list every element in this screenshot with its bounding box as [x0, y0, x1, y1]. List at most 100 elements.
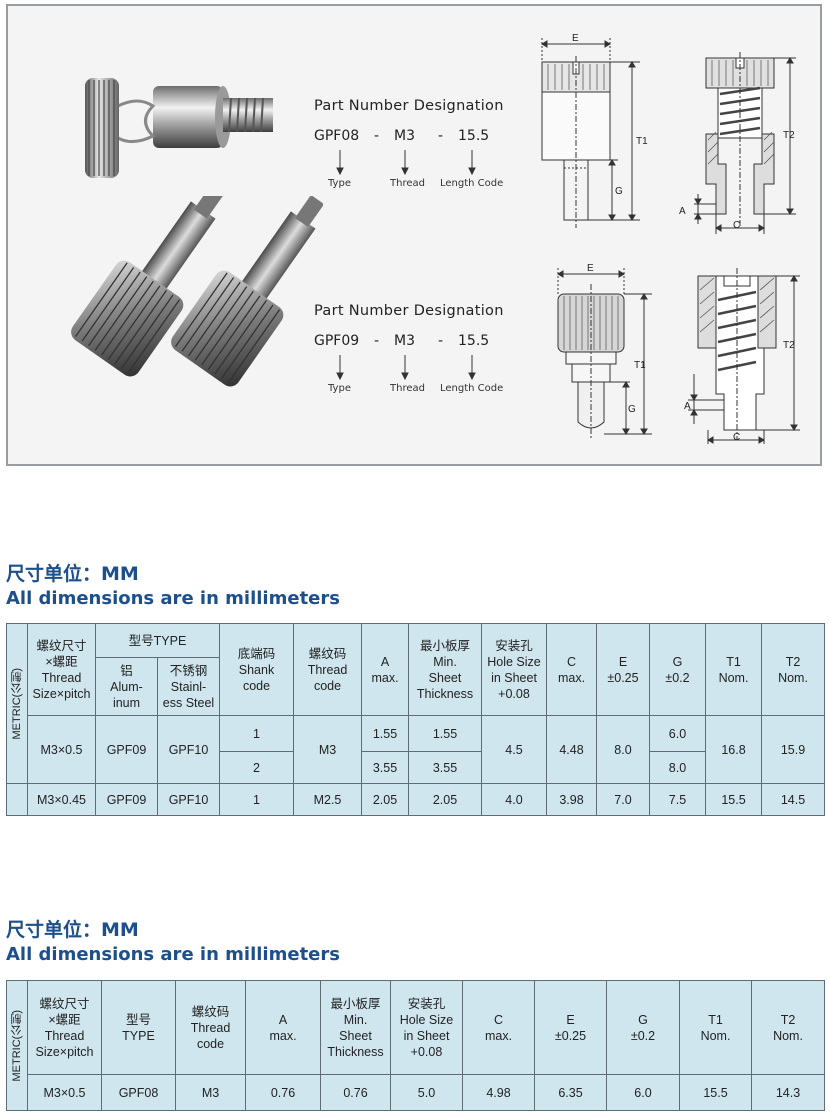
cell-thread-size: M3×0.45 [27, 783, 96, 816]
header-g: G±0.2 [606, 980, 680, 1075]
header-g: G±0.2 [649, 623, 706, 716]
cell-e: 8.0 [596, 715, 650, 784]
cell-min-sheet: 2.05 [408, 783, 482, 816]
part-separator: - [374, 333, 380, 349]
cell-min-sheet: 3.55 [408, 751, 482, 784]
cell-c-max: 3.98 [546, 783, 597, 816]
dim-label-t2: T2 [783, 340, 795, 351]
dim-label-a: A [684, 401, 691, 412]
cell-hole-size: 5.0 [390, 1074, 463, 1111]
dim-label-c: C [733, 432, 740, 443]
cell-steel-type: GPF10 [157, 783, 220, 816]
cell-g: 6.0 [606, 1074, 680, 1111]
label-thread: Thread [390, 383, 425, 394]
part-thread-code: M3 [394, 333, 415, 349]
technical-drawings: E T1 G T2 A C E T1 G T2 A C [541, 33, 800, 444]
cell-thread-code: M3 [175, 1074, 246, 1111]
cell-g: 8.0 [649, 751, 706, 784]
cell-t1: 16.8 [705, 715, 762, 784]
cell-min-sheet: 1.55 [408, 715, 482, 752]
part-length-code: 15.5 [458, 333, 490, 349]
designation-parts: GPF08 - M3 - 15.5 [314, 128, 514, 148]
cell-t2: 15.9 [761, 715, 825, 784]
cell-thread-size: M3×0.5 [27, 715, 96, 784]
part-separator: - [374, 128, 380, 144]
metric-side-label: METRIC(公制) [6, 623, 28, 784]
cell-hole-size: 4.0 [481, 783, 547, 816]
header-e: E±0.25 [534, 980, 607, 1075]
cell-thread-code: M2.5 [293, 783, 362, 816]
dim-label-e: E [572, 33, 579, 44]
cell-c-max: 4.48 [546, 715, 597, 784]
dim-label-c: C [733, 220, 740, 231]
part-separator: - [438, 128, 444, 144]
dim-label-a: A [679, 206, 686, 217]
part-thread-code: M3 [394, 128, 415, 144]
gpf08-photo [85, 78, 273, 178]
metric-side-label-cont [6, 783, 28, 816]
label-type: Type [328, 178, 351, 189]
cell-g: 6.0 [649, 715, 706, 752]
designation-parts: GPF09 - M3 - 15.5 [314, 333, 514, 353]
label-thread: Thread [390, 178, 425, 189]
cell-e: 6.35 [534, 1074, 607, 1111]
designation-title: Part Number Designation [314, 303, 504, 319]
part-type-code: GPF09 [314, 333, 360, 349]
cell-thread-size: M3×0.5 [27, 1074, 102, 1111]
gpf09-designation: Part Number Designation GPF09 - M3 - 15.… [314, 303, 514, 403]
cell-c-max: 4.98 [462, 1074, 535, 1111]
section1-heading-en: All dimensions are in millimeters [6, 588, 340, 609]
cell-steel-type: GPF10 [157, 715, 220, 784]
dim-label-g: G [628, 404, 636, 415]
cell-shank-code: 1 [219, 783, 294, 816]
cell-aluminum-type: GPF09 [95, 783, 158, 816]
cell-thread-code: M3 [293, 715, 362, 784]
gpf08-designation: Part Number Designation GPF08 - M3 - 15.… [314, 98, 514, 198]
dim-label-t2: T2 [783, 130, 795, 141]
cell-t2: 14.5 [761, 783, 825, 816]
cell-e: 7.0 [596, 783, 650, 816]
cell-g: 7.5 [649, 783, 706, 816]
header-type: 型号TYPE [95, 623, 220, 658]
part-separator: - [438, 333, 444, 349]
section2-heading-cn: 尺寸单位：MM [6, 919, 139, 941]
dim-label-t1: T1 [634, 360, 646, 371]
cell-min-sheet: 0.76 [320, 1074, 391, 1111]
designation-title: Part Number Designation [314, 98, 504, 114]
metric-side-label: METRIC(公制) [6, 980, 28, 1111]
header-e: E±0.25 [596, 623, 650, 716]
product-panel: Part Number Designation GPF08 - M3 - 15.… [6, 4, 822, 466]
cell-aluminum-type: GPF09 [95, 715, 158, 784]
label-length-code: Length Code [440, 383, 504, 394]
label-type: Type [328, 383, 351, 394]
cell-a-max: 1.55 [361, 715, 409, 752]
section1-heading-cn: 尺寸单位：MM [6, 563, 139, 585]
designation-arrows [336, 355, 476, 381]
cell-t2: 14.3 [751, 1074, 825, 1111]
section2-heading-en: All dimensions are in millimeters [6, 944, 340, 965]
dim-label-t1: T1 [636, 136, 648, 147]
gpf09-photo [71, 196, 323, 387]
dim-label-g: G [615, 186, 623, 197]
cell-hole-size: 4.5 [481, 715, 547, 784]
part-length-code: 15.5 [458, 128, 490, 144]
cell-t1: 15.5 [705, 783, 762, 816]
